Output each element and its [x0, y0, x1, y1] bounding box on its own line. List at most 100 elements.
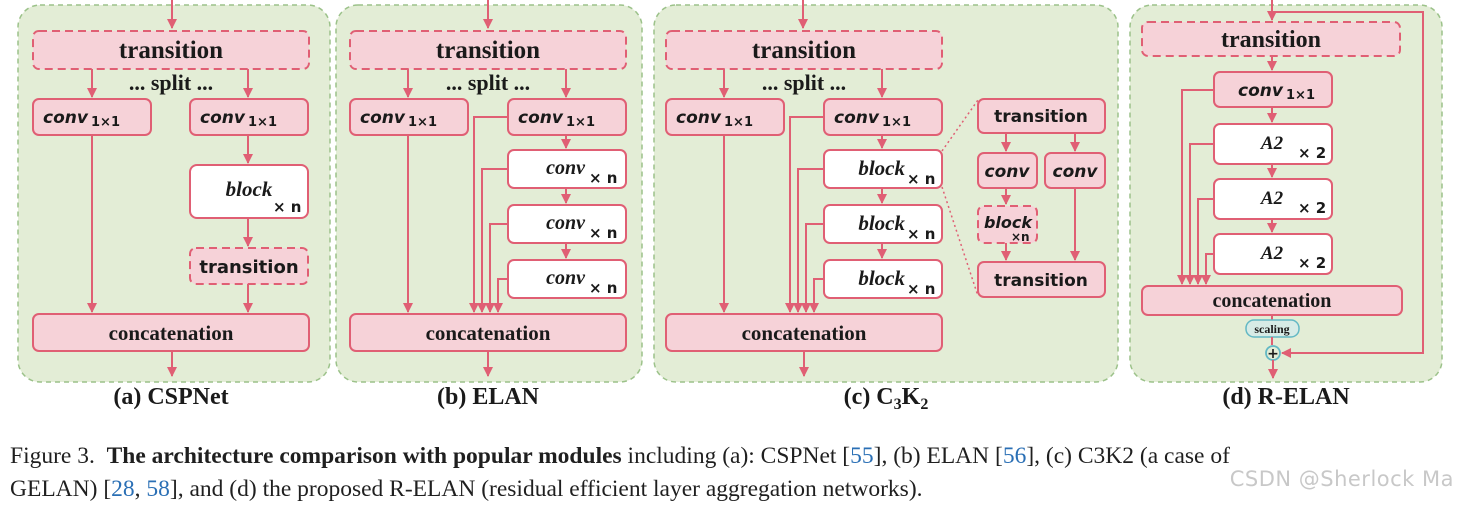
- caption-ref-55[interactable]: 55: [850, 443, 874, 469]
- inset-block-detail: transition conv conv block ×n tra: [977, 98, 1106, 298]
- residual-add-icon: +: [1265, 345, 1281, 362]
- caption-ref-58[interactable]: 58: [146, 476, 170, 502]
- conv-1x1-right-box: conv 1×1: [823, 98, 943, 136]
- inset-conv-right-box: conv: [1044, 152, 1106, 189]
- conv-label: conv: [360, 108, 406, 128]
- transition-top-box: transition: [665, 30, 943, 70]
- a2-multiplier: × 2: [1298, 144, 1326, 162]
- conv-label: conv: [676, 108, 722, 128]
- convn-label: conv: [546, 267, 586, 289]
- conv-1x1-box: conv 1×1: [1213, 71, 1333, 108]
- block-subscript: × n: [907, 225, 935, 243]
- transition-inner-box: transition: [189, 247, 309, 285]
- conv-1x1-right-box: conv 1×1: [507, 98, 627, 136]
- transition-top-label: transition: [1221, 27, 1321, 53]
- split-label: ... split ...: [129, 70, 213, 95]
- caption-text: including (a): CSPNet [: [621, 443, 851, 469]
- conv-subscript: 1×1: [91, 115, 120, 130]
- panel-label-d: (d) R-ELAN: [1222, 384, 1350, 410]
- conv-label: conv: [200, 108, 246, 128]
- transition-top-label: transition: [119, 37, 223, 64]
- conv-xn-box-2: conv × n: [507, 204, 627, 244]
- block-subscript: × n: [907, 280, 935, 298]
- convn-label: conv: [546, 157, 586, 179]
- panel-label-a: (a) CSPNet: [113, 384, 228, 410]
- conv-subscript: 1×1: [566, 115, 595, 130]
- caption-bold-title: The architecture comparison with popular…: [106, 443, 622, 469]
- panel-r-elan: transition conv 1×1 A2 × 2 A2 × 2 A2 × 2: [1129, 0, 1443, 410]
- concatenation-label: concatenation: [426, 321, 551, 345]
- conv-label: conv: [518, 108, 564, 128]
- inset-conv-right-label: conv: [1053, 162, 1099, 182]
- panel-cspnet: transition ... split ... conv 1×1 conv 1…: [17, 0, 331, 410]
- conv-subscript: 1×1: [248, 115, 277, 130]
- concatenation-label: concatenation: [742, 321, 867, 345]
- conv-label: conv: [1238, 81, 1284, 101]
- a2-x2-box-2: A2 × 2: [1213, 178, 1333, 220]
- inset-block-box: block ×n: [977, 205, 1038, 244]
- conv-subscript: 1×1: [1286, 88, 1315, 103]
- a2-label: A2: [1260, 188, 1284, 209]
- a2-label: A2: [1260, 133, 1284, 154]
- inset-conv-left-label: conv: [985, 162, 1031, 182]
- inset-transition-top-box: transition: [977, 98, 1106, 134]
- transition-inner-label: transition: [199, 257, 298, 278]
- block-subscript: × n: [907, 170, 935, 188]
- block-label: block: [858, 211, 905, 235]
- caption-text: GELAN) [: [10, 476, 112, 502]
- caption-figure-label: Figure 3.: [10, 443, 95, 469]
- conv-1x1-left-box: conv 1×1: [665, 98, 785, 136]
- convn-subscript: × n: [589, 169, 617, 187]
- concatenation-label: concatenation: [109, 321, 234, 345]
- a2-x2-box-3: A2 × 2: [1213, 233, 1333, 275]
- inset-transition-bottom-label: transition: [994, 271, 1088, 291]
- block-box: block × n: [189, 164, 309, 219]
- conv-subscript: 1×1: [408, 115, 437, 130]
- conv-xn-box-3: conv × n: [507, 259, 627, 299]
- block-label: block: [226, 177, 273, 201]
- a2-multiplier: × 2: [1298, 254, 1326, 272]
- inset-block-subscript: ×n: [1011, 230, 1030, 244]
- inset-transition-top-label: transition: [994, 107, 1088, 127]
- conv-1x1-left-box: conv 1×1: [349, 98, 469, 136]
- block-label: block: [858, 156, 905, 180]
- scaling-badge: scaling: [1245, 319, 1300, 338]
- transition-top-box: transition: [1141, 21, 1401, 57]
- concatenation-box: concatenation: [32, 313, 310, 352]
- panel-label-b: (b) ELAN: [437, 384, 540, 410]
- conv-subscript: 1×1: [882, 115, 911, 130]
- conv-label: conv: [43, 108, 89, 128]
- split-label: ... split ...: [446, 70, 530, 95]
- caption-text: ], (c) C3K2 (a case of: [1026, 443, 1230, 469]
- caption-text: ,: [134, 476, 147, 502]
- plus-label: +: [1267, 346, 1279, 362]
- panel-elan: transition ... split ... conv 1×1 conv 1…: [335, 0, 643, 410]
- block-xn-box-1: block × n: [823, 149, 943, 189]
- inset-block-label: block: [984, 213, 1033, 232]
- conv-1x1-left-box: conv 1×1: [32, 98, 152, 136]
- caption-ref-28[interactable]: 28: [111, 476, 135, 502]
- caption-text: ], and (d) the proposed R-ELAN (residual…: [169, 476, 923, 502]
- concatenation-box: concatenation: [349, 313, 627, 352]
- caption-ref-56[interactable]: 56: [1002, 443, 1027, 469]
- a2-x2-box-1: A2 × 2: [1213, 123, 1333, 165]
- concatenation-box: concatenation: [1141, 285, 1403, 316]
- convn-subscript: × n: [589, 279, 617, 297]
- concatenation-box: concatenation: [665, 313, 943, 352]
- split-label: ... split ...: [762, 70, 846, 95]
- a2-multiplier: × 2: [1298, 199, 1326, 217]
- inset-transition-bottom-box: transition: [977, 261, 1106, 298]
- figure-caption-line-1: Figure 3. The architecture comparison wi…: [10, 440, 1454, 473]
- block-subscript: × n: [273, 198, 301, 216]
- transition-top-box: transition: [349, 30, 627, 70]
- scaling-label: scaling: [1254, 322, 1289, 336]
- block-label: block: [858, 266, 905, 290]
- transition-top-label: transition: [436, 37, 540, 64]
- inset-conv-left-box: conv: [977, 152, 1038, 189]
- architecture-figure: .pbg { fill: #e3edd6; stroke: #9cc28a; s…: [17, 0, 1443, 413]
- transition-top-label: transition: [752, 37, 856, 64]
- convn-subscript: × n: [589, 224, 617, 242]
- a2-label: A2: [1260, 243, 1284, 264]
- conv-1x1-right-box: conv 1×1: [189, 98, 309, 136]
- convn-label: conv: [546, 212, 586, 234]
